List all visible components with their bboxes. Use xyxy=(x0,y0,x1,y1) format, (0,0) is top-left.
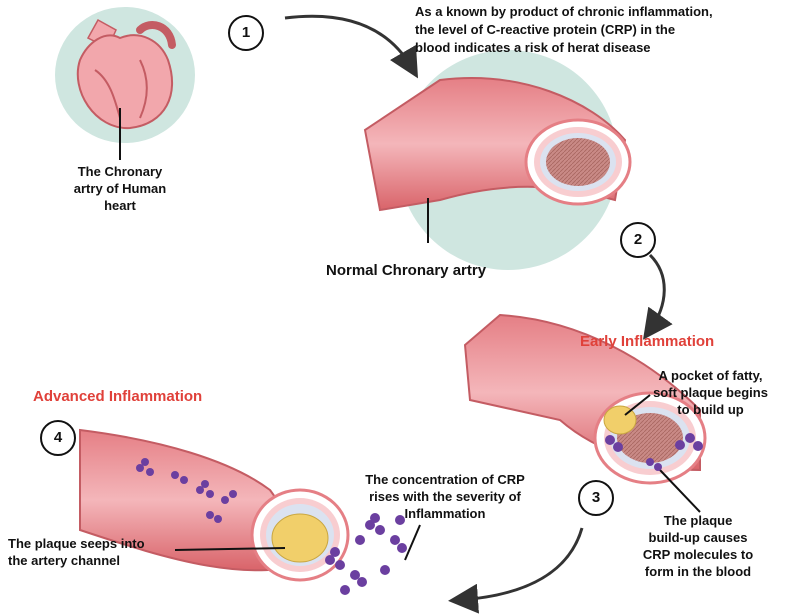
advanced-inflammation-title: Advanced Inflammation xyxy=(33,388,203,405)
arrow-2-to-early xyxy=(642,253,673,340)
step-3-badge: 3 xyxy=(578,480,614,516)
heart-illustration xyxy=(55,7,195,160)
plaque-seeps-label: The plaque seeps into the artery channel xyxy=(8,536,145,568)
normal-artery-illustration xyxy=(363,50,632,270)
step-4-badge: 4 xyxy=(40,420,76,456)
plaque-buildup-label: The plaque build-up causes CRP molecules… xyxy=(642,513,754,579)
step-1-badge: 1 xyxy=(228,15,264,51)
fatty-plaque-label: A pocket of fatty, soft plaque begins to… xyxy=(653,368,768,417)
normal-artery-label: Normal Chronary artry xyxy=(326,262,487,279)
step-2-badge: 2 xyxy=(620,222,656,258)
arrow-3-to-advanced xyxy=(448,527,584,614)
intro-text: As a known by product of chronic inflamm… xyxy=(415,4,713,55)
crp-concentration-label: The concentration of CRP rises with the … xyxy=(365,472,525,521)
early-inflammation-title: Early Inflammation xyxy=(580,333,715,350)
crp-molecules xyxy=(136,433,703,595)
early-inflammation-illustration xyxy=(463,313,707,513)
heart-label: The Chronary artry of Human heart xyxy=(73,164,167,213)
arrow-1-to-normal xyxy=(284,14,419,79)
